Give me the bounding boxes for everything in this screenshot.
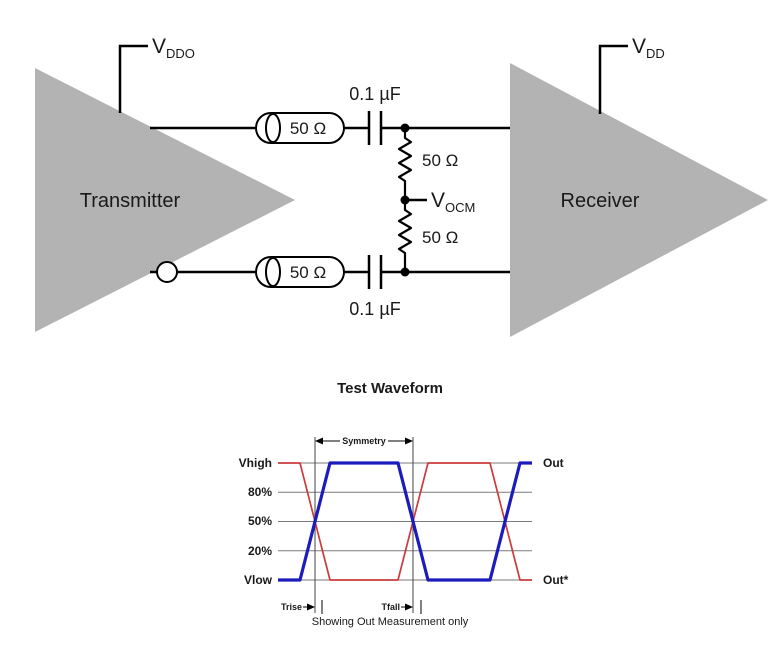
inversion-bubble [156,261,178,283]
vocm-label: VOCM [431,189,475,215]
transmitter-triangle [35,68,295,332]
cap-bottom-label: 0.1 µF [349,299,400,319]
receiver-label: Receiver [561,190,640,212]
series-resistor-top-cap [265,113,281,143]
transmitter-label: Transmitter [80,190,181,212]
node-bottom [400,267,410,277]
level-label-80: 80% [248,485,272,499]
vocm-sub: OCM [445,200,475,215]
vddo-sub: DDO [166,46,195,61]
vdd-main: V [632,35,646,58]
out-bar-label: Out* [543,573,569,587]
cap-top-label: 0.1 µF [349,84,400,104]
out-trace [278,461,532,582]
out-label: Out [543,456,564,470]
shunt-resistor-bottom [397,200,413,272]
series-resistor-top-label: 50 Ω [290,119,326,138]
trise-label: Trise [281,602,302,612]
level-label-20: 20% [248,544,272,558]
waveform-caption: Showing Out Measurement only [312,616,469,628]
level-label-vlow: Vlow [244,573,273,587]
shunt-resistor-top [397,128,413,200]
vdd-label: VDD [632,35,665,61]
waveform-title: Test Waveform [337,380,443,397]
shunt-resistor-top-label: 50 Ω [422,151,458,170]
vddo-supply-wire [118,44,148,113]
vddo-label: VDDO [152,35,195,61]
tfall-arrow-head [405,603,413,611]
level-label-50: 50% [248,514,272,528]
series-resistor-bottom-label: 50 Ω [290,263,326,282]
vocm-main: V [431,189,445,212]
trise-arrow-head [307,603,315,611]
level-label-vhigh: Vhigh [239,456,272,470]
node-top [400,123,410,133]
symmetry-arrow-right-head [405,437,413,445]
symmetry-label: Symmetry [342,436,386,446]
vdd-supply-wire [598,44,628,114]
tfall-label: Tfall [381,602,400,612]
vddo-main: V [152,35,166,58]
vdd-sub: DD [646,46,665,61]
shunt-resistor-bottom-label: 50 Ω [422,228,458,247]
series-resistor-bottom-cap [265,257,281,287]
symmetry-arrow-left-head [315,437,323,445]
receiver-triangle [510,63,768,337]
